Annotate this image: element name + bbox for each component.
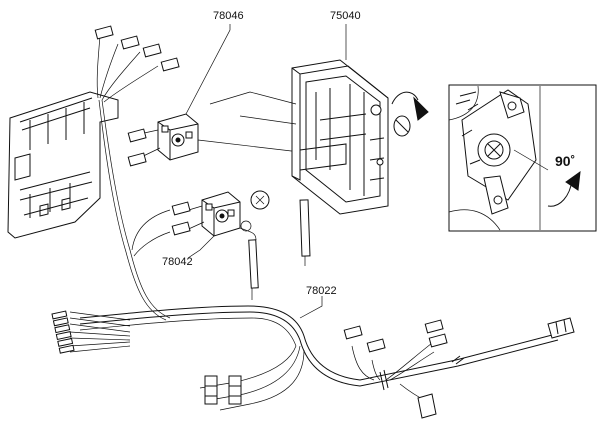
label-78042: 78042 [162, 256, 193, 268]
detail-inset [448, 84, 597, 232]
top-connectors [94, 25, 180, 72]
harness-connectors [204, 317, 575, 419]
panel-75040 [291, 59, 389, 266]
thermostat-78042-connectors [171, 201, 191, 236]
top-connector-wires [96, 35, 171, 321]
wiring-harness-78022 [69, 305, 559, 411]
mounting-bracket [7, 91, 119, 239]
thermostat-78046-connectors [127, 128, 147, 167]
label-78046: 78046 [213, 10, 244, 22]
thermostat-78046 [134, 113, 301, 161]
label-78022: 78022 [306, 285, 337, 297]
label-rotation: 90˚ [555, 153, 575, 169]
leader-lines [185, 24, 347, 319]
label-75040: 75040 [330, 10, 361, 22]
thermostat-78042 [131, 190, 270, 300]
harness-terminals [51, 310, 75, 354]
rotation-arrow-icon [391, 91, 429, 121]
panel-knob [393, 115, 411, 137]
